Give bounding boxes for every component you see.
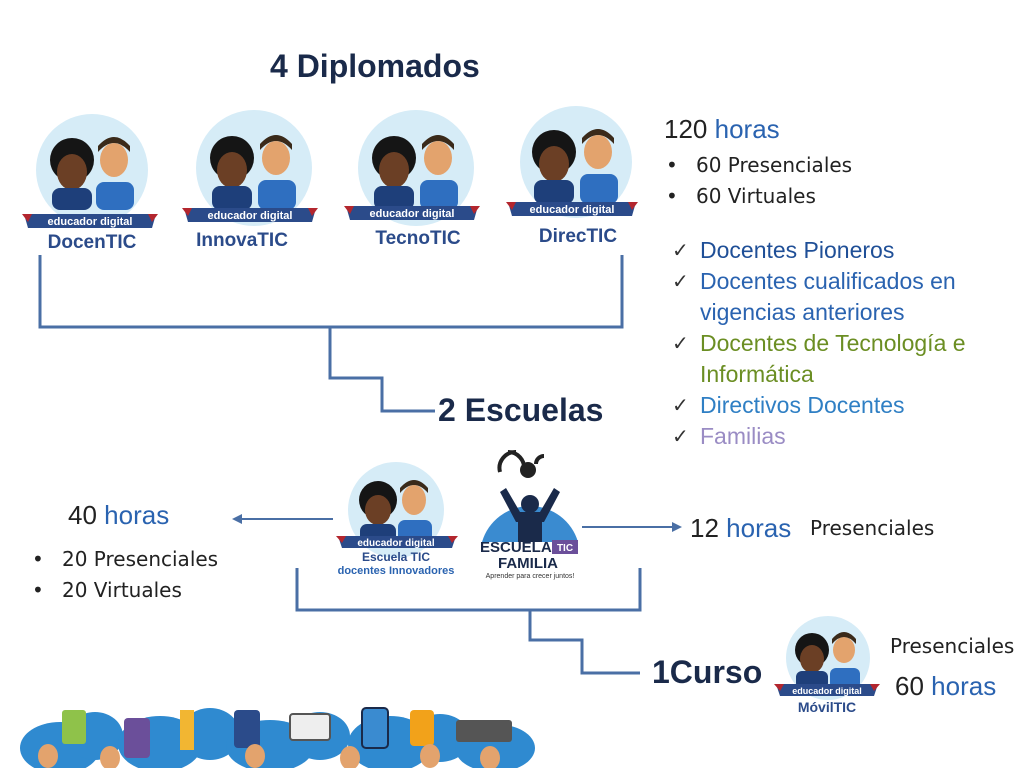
curso-hours-word: horas (931, 671, 997, 701)
diplomados-hours: 120 horas (664, 114, 780, 145)
diplomados-title: 4 Diplomados (270, 48, 480, 84)
docentic-label: DocenTIC (48, 232, 137, 253)
audience-item-cualificados: Docentes cualificados en vigencias anter… (668, 266, 1008, 328)
educador-label: educador digital (370, 208, 455, 220)
innovatic-label: InnovaTIC (196, 230, 288, 251)
educador-label: educador digital (208, 210, 293, 222)
escuela-familia-logo: ESCUELA TIC FAMILIA Aprender para crecer… (476, 446, 586, 587)
badge-moviltic: educador digital MóvilTIC (772, 614, 882, 723)
escuela-tic-hours: 40 horas (68, 500, 169, 531)
tecnotic-label: TecnoTIC (375, 228, 460, 249)
familia-modality-label: Presenciales (810, 516, 935, 540)
list-item: 60 Virtuales (664, 181, 852, 212)
escuela-familia-slogan: Aprender para crecer juntos! (486, 573, 575, 580)
familia-hours-number: 12 (690, 513, 719, 543)
curso-hours-number: 60 (895, 671, 924, 701)
escuela-familia-tic: TIC (557, 543, 573, 554)
escuela-tic-modality-list: 20 Presenciales 20 Virtuales (30, 544, 218, 606)
curso-modality-label: Presenciales (890, 634, 1015, 658)
badge-innovatic: educador digital InnovaTIC (182, 106, 318, 261)
badge-tecnotic: educador digital TecnoTIC (344, 106, 480, 261)
escuela-tic-line1: Escuela TIC (362, 550, 430, 564)
audience-list: Docentes Pioneros Docentes cualificados … (668, 235, 1008, 452)
familia-hours-word: horas (726, 513, 792, 543)
badge-escuela-tic: educador digital Escuela TIC docentes In… (334, 460, 460, 585)
educador-label: educador digital (530, 204, 615, 216)
curso-title: 1Curso (652, 654, 763, 690)
audience-item-familias: Familias (668, 421, 1008, 452)
diplomados-modality-list: 60 Presenciales 60 Virtuales (664, 150, 852, 212)
escuelas-title: 2 Escuelas (438, 392, 604, 428)
escuela-familia-line2: FAMILIA (498, 555, 558, 572)
directic-label: DirecTIC (539, 226, 617, 247)
badge-directic: educador digital DirecTIC (504, 104, 640, 259)
signal-icon (534, 454, 545, 465)
diplomados-hours-number: 120 (664, 114, 708, 144)
educador-label: educador digital (48, 216, 133, 228)
audience-item-tecnologia: Docentes de Tecnología e Informática (668, 328, 1008, 390)
hand-icons (38, 744, 500, 768)
audience-item-pioneros: Docentes Pioneros (668, 235, 1008, 266)
list-item: 20 Virtuales (30, 575, 218, 606)
escuela-tic-hours-number: 40 (68, 500, 97, 530)
device-icons (62, 707, 512, 758)
moviltic-label: MóvilTIC (798, 699, 856, 715)
curso-hours: 60 horas (895, 671, 996, 702)
list-item: 20 Presenciales (30, 544, 218, 575)
diplomados-hours-word: horas (714, 114, 780, 144)
escuela-familia-line1: ESCUELA (480, 539, 552, 556)
list-item: 60 Presenciales (664, 150, 852, 181)
person-icon (521, 495, 539, 513)
educador-label: educador digital (357, 538, 434, 549)
escuela-tic-line2: docentes Innovadores (338, 565, 455, 577)
educador-label: educador digital (792, 686, 862, 696)
bottom-decoration (20, 707, 535, 768)
badge-docentic: educador digital DocenTIC (22, 110, 158, 260)
audience-item-directivos: Directivos Docentes (668, 390, 1008, 421)
escuela-tic-hours-word: horas (104, 500, 170, 530)
familia-hours: 12 horas (690, 513, 791, 544)
